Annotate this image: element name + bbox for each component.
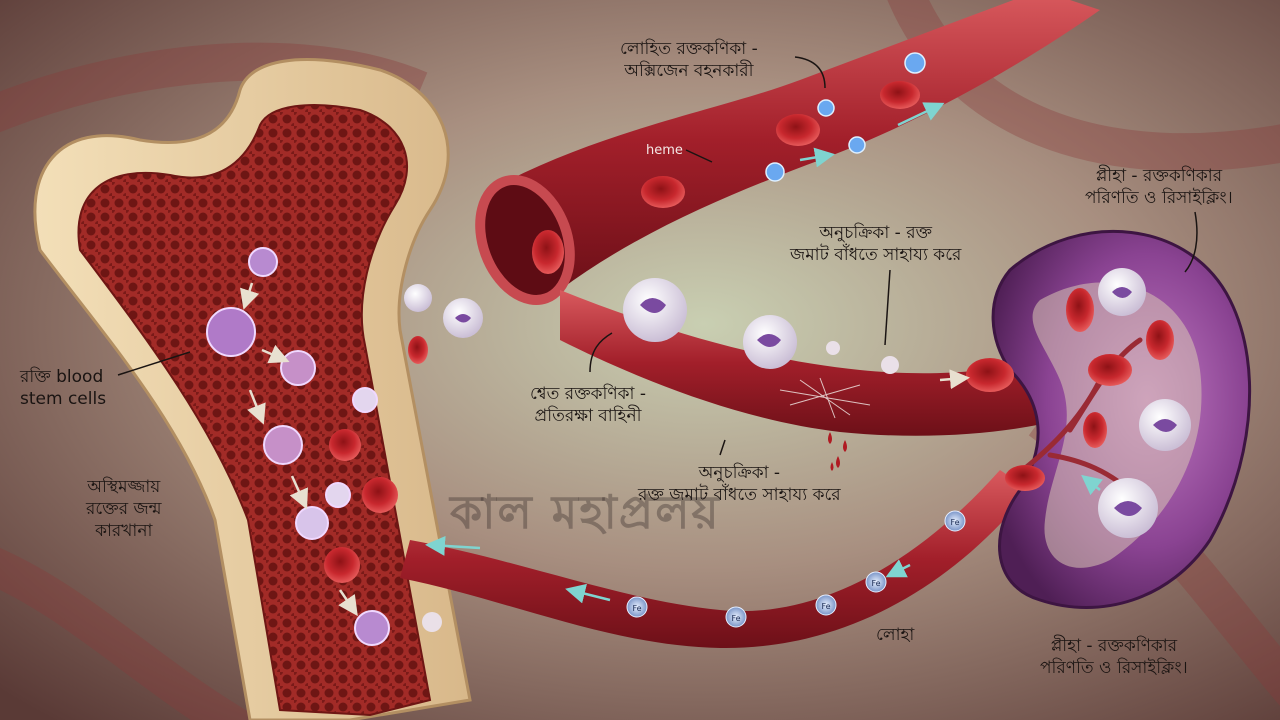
stem-cells-label-line: stem cells bbox=[20, 389, 107, 409]
stem-cell bbox=[352, 387, 378, 413]
iron-markers: Fe Fe Fe Fe Fe bbox=[626, 510, 966, 628]
iron-marker: Fe bbox=[815, 594, 837, 616]
platelet-mid-label-line: অনুচক্রিকা - bbox=[698, 463, 781, 483]
stem-cell bbox=[354, 610, 390, 646]
stem-cells-label-line: রক্তি blood bbox=[20, 367, 104, 387]
white-blood-cells bbox=[404, 268, 1191, 538]
rbc bbox=[532, 230, 564, 274]
wbc-label-line: শ্বেত রক্তকণিকা - bbox=[530, 384, 647, 404]
wbc-label: শ্বেত রক্তকণিকা - প্রতিরক্ষা বাহিনী bbox=[530, 383, 646, 427]
platelet-top-label: অনুচক্রিকা - রক্ত জমাট বাঁধতে সাহায্য কর… bbox=[790, 222, 961, 266]
rbc bbox=[1088, 354, 1132, 386]
iron-marker-label: Fe bbox=[632, 604, 641, 613]
platelet bbox=[881, 356, 899, 374]
rbc bbox=[1146, 320, 1174, 360]
rbc bbox=[408, 336, 428, 364]
iron-marker-label: Fe bbox=[731, 614, 740, 623]
red-blood-cells bbox=[324, 81, 1174, 583]
rbc bbox=[1083, 412, 1107, 448]
wbc bbox=[1098, 268, 1146, 316]
iron-label: লোহা bbox=[876, 625, 915, 645]
wbc bbox=[1139, 399, 1191, 451]
wbc-label-line: প্রতিরক্ষা বাহিনী bbox=[534, 406, 642, 426]
spleen-top-label-line: প্লীহা - রক্তকণিকার bbox=[1095, 166, 1223, 186]
clot-mesh bbox=[779, 377, 871, 419]
iron-marker: Fe bbox=[725, 606, 747, 628]
flow-arrows bbox=[240, 102, 1103, 617]
wbc bbox=[1098, 478, 1158, 538]
wbc bbox=[404, 284, 432, 312]
rbc-label-line: লোহিত রক্তকণিকা - bbox=[620, 39, 758, 59]
spleen-bottom-label-line: প্লীহা - রক্তকণিকার bbox=[1050, 636, 1178, 656]
rbc bbox=[324, 547, 360, 583]
wbc bbox=[443, 298, 483, 338]
leader-lines bbox=[117, 56, 1198, 456]
marrow-label-line: কারখানা bbox=[95, 521, 153, 541]
spleen-bottom-label: প্লীহা - রক্তকণিকার পরিণতি ও রিসাইক্লিং। bbox=[1040, 635, 1188, 679]
iron-marker-label: Fe bbox=[950, 518, 959, 527]
wbc bbox=[623, 278, 687, 342]
rbc bbox=[329, 429, 361, 461]
stem-cells bbox=[206, 247, 390, 646]
spleen-top-label-line: পরিণতি ও রিসাইক্লিং। bbox=[1085, 188, 1233, 208]
stem-cell bbox=[248, 247, 278, 277]
rbc-label-line: অক্সিজেন বহনকারী bbox=[624, 61, 754, 81]
heme-label: heme bbox=[646, 143, 683, 158]
iron-marker-label: Fe bbox=[821, 602, 830, 611]
rbc bbox=[966, 358, 1014, 392]
platelet-mid-label: অনুচক্রিকা - রক্ত জমাট বাঁধতে সাহায্য কর… bbox=[638, 462, 841, 506]
watermark: কাল মহাপ্রলয় bbox=[450, 485, 721, 539]
platelet-top-label-line: অনুচক্রিকা - রক্ত bbox=[819, 223, 933, 243]
marrow-label-line: অস্থিমজ্জায় bbox=[87, 477, 161, 497]
rbc bbox=[1066, 288, 1094, 332]
platelet-top-label-line: জমাট বাঁধতে সাহায্য করে bbox=[790, 245, 962, 265]
stem-cell bbox=[206, 307, 256, 357]
stem-cell bbox=[280, 350, 316, 386]
spleen-bottom-label-line: পরিণতি ও রিসাইক্লিং। bbox=[1040, 658, 1188, 678]
iron-marker: Fe bbox=[865, 571, 887, 593]
marrow-label-line: রক্তের জন্ম bbox=[86, 499, 162, 519]
blood-drops bbox=[828, 432, 847, 471]
rbc bbox=[641, 176, 685, 208]
marrow-label: অস্থিমজ্জায় রক্তের জন্ম কারখানা bbox=[86, 476, 162, 542]
middle-vessel bbox=[560, 290, 1060, 436]
stem-cells-label: রক্তি blood stem cells bbox=[20, 366, 106, 410]
rbc bbox=[1005, 465, 1045, 491]
iron-marker: Fe bbox=[944, 510, 966, 532]
wbc bbox=[743, 315, 797, 369]
rbc bbox=[362, 477, 398, 513]
rbc-label: লোহিত রক্তকণিকা - অক্সিজেন বহনকারী bbox=[620, 38, 758, 82]
oxygen-molecules bbox=[765, 52, 926, 182]
lower-vessel bbox=[400, 470, 1030, 649]
iron-marker: Fe bbox=[626, 596, 648, 618]
rbc bbox=[776, 114, 820, 146]
platelet-mid-label-line: রক্ত জমাট বাঁধতে সাহায্য করে bbox=[638, 485, 841, 505]
stem-cell bbox=[263, 425, 303, 465]
stem-cell bbox=[325, 482, 351, 508]
spleen-top-label: প্লীহা - রক্তকণিকার পরিণতি ও রিসাইক্লিং। bbox=[1085, 165, 1233, 209]
platelets bbox=[422, 341, 899, 632]
platelet bbox=[422, 612, 442, 632]
rbc bbox=[880, 81, 920, 109]
platelet bbox=[826, 341, 840, 355]
stem-cell bbox=[295, 506, 329, 540]
iron-marker-label: Fe bbox=[871, 579, 880, 588]
